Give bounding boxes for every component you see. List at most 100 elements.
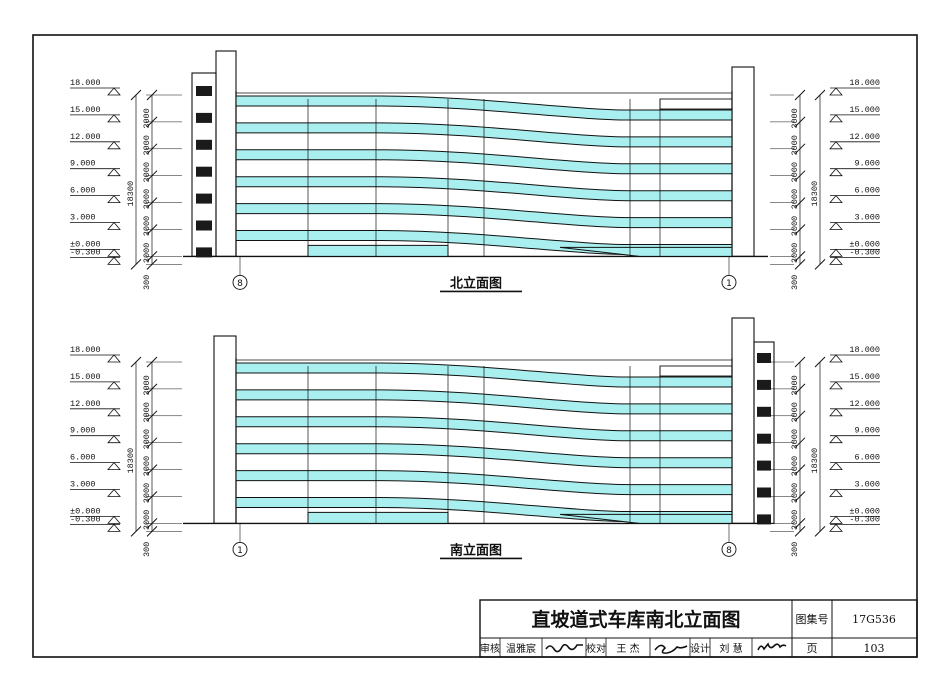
level-left-2-triangle bbox=[107, 381, 121, 390]
level-left-7-triangle bbox=[107, 248, 121, 257]
left-dim-text-2: 3000 bbox=[142, 402, 152, 422]
left-dim-text-6: 3000 bbox=[142, 510, 152, 530]
right-dim-tick-1 bbox=[794, 356, 806, 368]
level-left-1-triangle bbox=[107, 354, 121, 363]
left-tower bbox=[215, 50, 237, 257]
level-left-5-label: 6.000 bbox=[70, 453, 96, 463]
checker-label: 校对 bbox=[586, 642, 606, 655]
level-left-8-label: -0.300 bbox=[70, 247, 101, 257]
level-left-3-triangle bbox=[107, 408, 121, 417]
left-total-tick-2 bbox=[130, 526, 142, 537]
ground-ramp-flat bbox=[307, 244, 449, 257]
left-total-tick-2 bbox=[130, 259, 142, 270]
right-dim-text-7: 300 bbox=[790, 542, 800, 557]
left-dim-text-1: 3000 bbox=[142, 108, 152, 128]
designer-name: 刘 慧 bbox=[719, 642, 742, 655]
right-dim-text-6: 3000 bbox=[790, 510, 800, 530]
level-left-3-triangle bbox=[107, 141, 121, 150]
left-dim-text-7: 300 bbox=[142, 275, 152, 290]
axis-left-bubble bbox=[232, 274, 248, 290]
level-left-7-label: ±0.000 bbox=[70, 506, 101, 516]
level-left-5-triangle bbox=[107, 461, 121, 470]
right-dim-text-4: 3000 bbox=[790, 189, 800, 209]
stair-window-5 bbox=[757, 460, 771, 471]
level-left-7-triangle bbox=[107, 515, 121, 524]
level-right-2-label: 15.000 bbox=[849, 372, 880, 382]
level-right-6-triangle bbox=[829, 221, 843, 230]
level-right-5-label: 6.000 bbox=[854, 453, 880, 463]
right-dim-tick-8 bbox=[794, 259, 806, 270]
level-left-5-label: 6.000 bbox=[70, 186, 96, 196]
right-total-text: 18300 bbox=[810, 448, 820, 474]
level-right-1-label: 18.000 bbox=[849, 78, 880, 88]
level-right-4-label: 9.000 bbox=[854, 159, 880, 169]
level-right-7-triangle bbox=[829, 515, 843, 524]
left-total-tick-1 bbox=[130, 356, 142, 368]
level-right-1-label: 18.000 bbox=[849, 345, 880, 355]
level-left-7-label: ±0.000 bbox=[70, 239, 101, 249]
stair-window-4 bbox=[196, 166, 212, 177]
left-dim-text-5: 3000 bbox=[142, 483, 152, 503]
drawing-title: 直坡道式车库南北立面图 bbox=[531, 608, 740, 631]
left-dim-text-2: 3000 bbox=[142, 135, 152, 155]
level-left-1-triangle bbox=[107, 87, 121, 96]
designer-label: 设计 bbox=[690, 642, 710, 655]
level-left-1-label: 18.000 bbox=[70, 345, 101, 355]
reviewer-name: 温雅宸 bbox=[506, 642, 536, 655]
ground-ramp-flat bbox=[307, 511, 449, 524]
level-left-3-label: 12.000 bbox=[70, 399, 101, 409]
left-total-text: 18300 bbox=[126, 181, 136, 207]
level-left-1-label: 18.000 bbox=[70, 78, 101, 88]
right-dim-text-4: 3000 bbox=[790, 456, 800, 476]
right-dim-text-1: 3000 bbox=[790, 108, 800, 128]
level-right-2-triangle bbox=[829, 114, 843, 123]
stair-window-7 bbox=[757, 514, 771, 525]
level-left-6-triangle bbox=[107, 488, 121, 497]
right-dim-tick-4 bbox=[794, 170, 806, 182]
level-right-2-triangle bbox=[829, 381, 843, 390]
left-dim-text-4: 3000 bbox=[142, 189, 152, 209]
atlas-number: 17G536 bbox=[852, 613, 896, 626]
right-dim-text-6: 3000 bbox=[790, 243, 800, 263]
level-left-6-triangle bbox=[107, 221, 121, 230]
level-right-5-label: 6.000 bbox=[854, 186, 880, 196]
stair-window-3 bbox=[757, 406, 771, 417]
level-right-4-label: 9.000 bbox=[854, 426, 880, 436]
right-dim-text-3: 3000 bbox=[790, 162, 800, 182]
left-dim-text-6: 3000 bbox=[142, 243, 152, 263]
page-number: 103 bbox=[864, 642, 885, 655]
right-dim-tick-7 bbox=[794, 518, 806, 529]
level-left-5-triangle bbox=[107, 194, 121, 203]
level-right-8-triangle bbox=[829, 523, 843, 532]
level-left-8-triangle bbox=[107, 523, 121, 532]
level-left-2-label: 15.000 bbox=[70, 105, 101, 115]
left-dim-text-4: 3000 bbox=[142, 456, 152, 476]
level-left-2-triangle bbox=[107, 114, 121, 123]
right-dim-text-2: 3000 bbox=[790, 135, 800, 155]
right-dim-tick-5 bbox=[794, 197, 806, 208]
stair-window-1 bbox=[196, 86, 212, 96]
level-right-3-label: 12.000 bbox=[849, 132, 880, 142]
right-dim-tick-7 bbox=[794, 251, 806, 262]
level-right-8-label: -0.300 bbox=[849, 514, 880, 524]
designer-signature bbox=[757, 642, 787, 651]
right-dim-text-5: 3000 bbox=[790, 216, 800, 236]
left-dim-text-7: 300 bbox=[142, 542, 152, 557]
level-right-8-label: -0.300 bbox=[849, 247, 880, 257]
elevation-title: 南立面图 bbox=[450, 542, 502, 558]
stair-window-6 bbox=[757, 487, 771, 498]
axis-left-number: 8 bbox=[237, 279, 243, 289]
stair-window-1 bbox=[757, 353, 771, 363]
right-dim-tick-6 bbox=[794, 491, 806, 502]
stair-window-7 bbox=[196, 247, 212, 258]
stair-window-6 bbox=[196, 220, 212, 231]
level-right-5-triangle bbox=[829, 461, 843, 470]
left-dim-text-5: 3000 bbox=[142, 216, 152, 236]
level-left-4-triangle bbox=[107, 168, 121, 177]
level-right-7-label: ±0.000 bbox=[849, 506, 880, 516]
stair-window-4 bbox=[757, 433, 771, 444]
level-right-3-triangle bbox=[829, 408, 843, 417]
level-right-3-label: 12.000 bbox=[849, 399, 880, 409]
